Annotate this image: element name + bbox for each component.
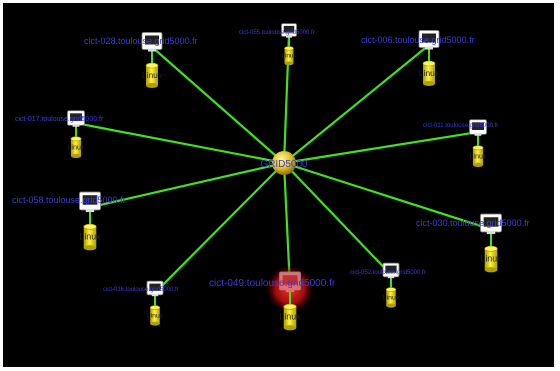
- monitor-icon: [141, 32, 163, 52]
- linux-disk-icon: [385, 287, 397, 308]
- edge-n8: [154, 162, 285, 294]
- host-node-n2[interactable]: Linux cict-055.toulouse.grid5000.fr: [239, 23, 315, 66]
- os-label: Linux: [147, 313, 164, 320]
- os-label: Linux: [281, 53, 297, 60]
- edge-n3: [283, 44, 430, 164]
- os-label: Linux: [480, 254, 502, 264]
- hostname-label: cict-011.toulouse.grid5000.fr: [423, 123, 498, 129]
- hub-node[interactable]: GRID5000: [260, 151, 308, 175]
- linux-disk-icon: [283, 303, 297, 331]
- os-label: Linux: [419, 68, 440, 78]
- monitor-icon: [281, 23, 297, 38]
- linux-disk-icon: [422, 60, 436, 86]
- os-label: Linux: [142, 70, 163, 80]
- host-node-n3[interactable]: Linux cict-006.toulouse.grid5000.fr: [361, 30, 475, 87]
- monitor-icon: [469, 119, 487, 136]
- hostname-label: cict-049.toulouse.grid5000.fr: [209, 278, 336, 289]
- os-label: Linux: [469, 151, 487, 160]
- edge-n6: [89, 161, 285, 209]
- linux-disk-icon: [284, 46, 294, 66]
- os-label: Linux: [79, 232, 101, 242]
- os-label: Linux: [67, 142, 85, 151]
- edge-n4: [75, 122, 285, 165]
- edge-n10: [283, 162, 392, 276]
- monitor-icon: [382, 262, 400, 279]
- linux-disk-icon: [83, 223, 97, 251]
- monitor-icon: [418, 30, 440, 50]
- monitor-icon: [146, 280, 164, 297]
- os-label: Linux: [279, 312, 301, 322]
- host-node-n9[interactable]: Linux cict-049.toulouse.grid5000.fr: [209, 265, 336, 331]
- monitor-icon: [79, 191, 101, 213]
- monitor-icon: [279, 271, 301, 293]
- linux-disk-icon: [149, 305, 161, 326]
- hub-sphere: [272, 151, 296, 175]
- hostname-label: cict-028.toulouse.grid5000.fr: [84, 36, 198, 46]
- hostname-label: cict-052.toulouse.grid5000.fr: [350, 270, 426, 276]
- hostname-label: cict-030.toulouse.grid5000.fr: [416, 218, 530, 228]
- edges-layer: [75, 34, 492, 294]
- hostname-label: cict-058.toulouse.grid5000.fr: [12, 195, 126, 205]
- linux-disk-icon: [145, 62, 159, 88]
- host-node-n5[interactable]: Linux cict-011.toulouse.grid5000.fr: [423, 119, 498, 167]
- linux-disk-icon: [70, 136, 82, 158]
- hostname-label: cict-006.toulouse.grid5000.fr: [361, 35, 475, 45]
- host-node-n6[interactable]: Linux cict-058.toulouse.grid5000.fr: [12, 191, 126, 251]
- edge-n7: [283, 161, 492, 231]
- host-node-n7[interactable]: Linux cict-030.toulouse.grid5000.fr: [416, 213, 530, 273]
- hostname-label: cict-017.toulouse.grid5000.fr: [15, 116, 104, 123]
- host-node-n4[interactable]: Linux cict-017.toulouse.grid5000.fr: [15, 110, 104, 158]
- edge-n5: [283, 131, 479, 165]
- linux-disk-icon: [484, 245, 498, 273]
- monitor-icon: [480, 213, 502, 235]
- hostname-label: cict-055.toulouse.grid5000.fr: [239, 30, 315, 36]
- host-node-n10[interactable]: Linux cict-052.toulouse.grid5000.fr: [350, 262, 426, 308]
- edge-n1: [151, 46, 285, 164]
- hostname-label: cict-016.toulouse.grid5000.fr: [103, 287, 179, 293]
- os-label: Linux: [383, 295, 400, 302]
- monitor-icon: [67, 110, 85, 127]
- linux-disk-icon: [472, 145, 484, 167]
- hub-label: GRID5000: [260, 159, 308, 170]
- host-node-n8[interactable]: Linux cict-016.toulouse.grid5000.fr: [103, 280, 179, 326]
- host-node-n1[interactable]: Linux cict-028.toulouse.grid5000.fr: [84, 32, 198, 89]
